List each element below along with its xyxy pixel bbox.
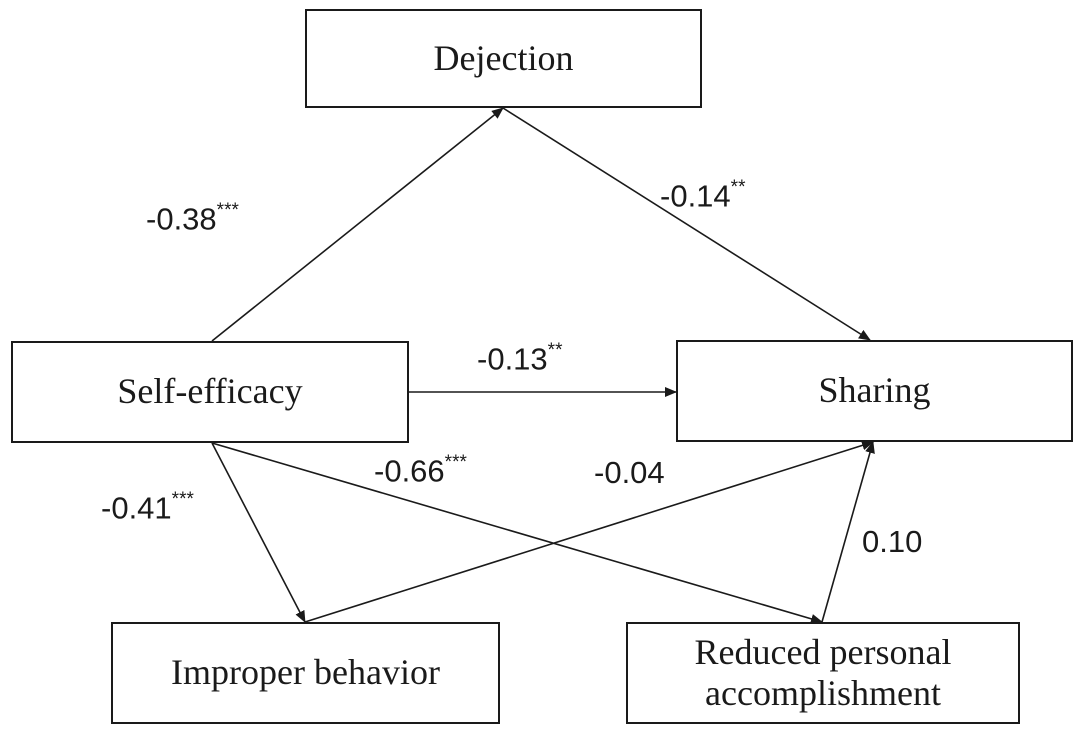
node-self-efficacy: Self-efficacy <box>11 341 409 443</box>
coef-value: -0.14 <box>660 178 731 214</box>
node-sharing-label: Sharing <box>818 370 931 411</box>
node-reduced-accomplishment-line1: Reduced personal <box>694 631 952 672</box>
arrow-self-efficacy-to-dejection <box>211 107 504 342</box>
arrow-dejection-to-sharing <box>502 107 871 341</box>
coef-self-efficacy-to-dejection: -0.38*** <box>146 200 239 237</box>
coef-value: -0.38 <box>146 201 217 237</box>
arrow-improper-behavior-to-sharing <box>304 440 874 623</box>
coef-self-efficacy-to-sharing: -0.13** <box>477 340 563 377</box>
node-self-efficacy-label: Self-efficacy <box>117 371 303 412</box>
coef-self-efficacy-to-reduced-accomplishment: -0.66*** <box>374 452 467 489</box>
arrow-reduced-accomplishment-to-sharing <box>821 441 875 623</box>
coef-significance: ** <box>547 340 563 361</box>
coef-significance: ** <box>730 177 746 198</box>
coef-significance: *** <box>216 200 239 221</box>
arrow-self-efficacy-to-reduced-accomplishment <box>211 442 823 624</box>
coef-dejection-to-sharing: -0.14** <box>660 177 746 214</box>
coef-value: -0.04 <box>594 455 665 490</box>
coef-value: -0.41 <box>101 490 172 526</box>
coef-self-efficacy-to-improper-behavior: -0.41*** <box>101 489 194 526</box>
coef-significance: *** <box>171 489 194 510</box>
node-sharing: Sharing <box>676 340 1073 442</box>
node-reduced-accomplishment-line2: accomplishment <box>705 673 941 713</box>
arrow-self-efficacy-to-improper-behavior <box>211 442 306 623</box>
coef-value: -0.13 <box>477 341 548 377</box>
node-improper-behavior: Improper behavior <box>111 622 500 724</box>
coef-value: 0.10 <box>862 524 923 559</box>
node-dejection-label: Dejection <box>433 37 574 78</box>
node-improper-behavior-label: Improper behavior <box>171 652 440 693</box>
coef-value: -0.66 <box>374 453 445 489</box>
node-reduced-personal-accomplishment: Reduced personal accomplishment <box>626 622 1020 724</box>
coef-significance: *** <box>444 452 467 473</box>
coef-reduced-accomplishment-to-sharing: 0.10 <box>862 526 922 557</box>
coef-improper-behavior-to-sharing: -0.04 <box>594 457 665 488</box>
node-dejection: Dejection <box>305 9 702 108</box>
